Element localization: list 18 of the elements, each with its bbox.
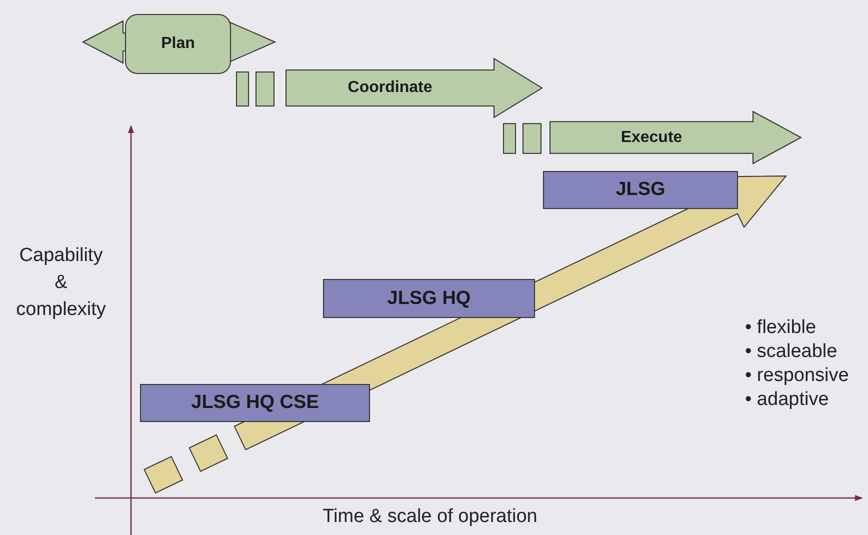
- level-box: [543, 171, 738, 209]
- node-label: Plan: [161, 35, 195, 53]
- level-box: [140, 384, 370, 422]
- node-label: JLSG HQ: [387, 288, 471, 310]
- node-label: JLSG: [616, 179, 666, 201]
- axis-title: Time & scale of operation: [322, 506, 538, 528]
- process-box: [125, 14, 231, 74]
- axis-title: Capability & complexity: [15, 244, 107, 322]
- bullet-item: • responsive: [745, 364, 849, 388]
- bullet-item: • scaleable: [745, 340, 838, 364]
- phase-banner: [236, 58, 542, 118]
- node-label: JLSG HQ CSE: [191, 392, 319, 414]
- node-label: Execute: [620, 128, 682, 146]
- bullet-item: • adaptive: [745, 388, 830, 412]
- bullet-item: • flexible: [745, 316, 818, 340]
- node-label: Coordinate: [348, 79, 432, 97]
- level-box: [323, 279, 535, 318]
- phase-banner: [503, 111, 801, 164]
